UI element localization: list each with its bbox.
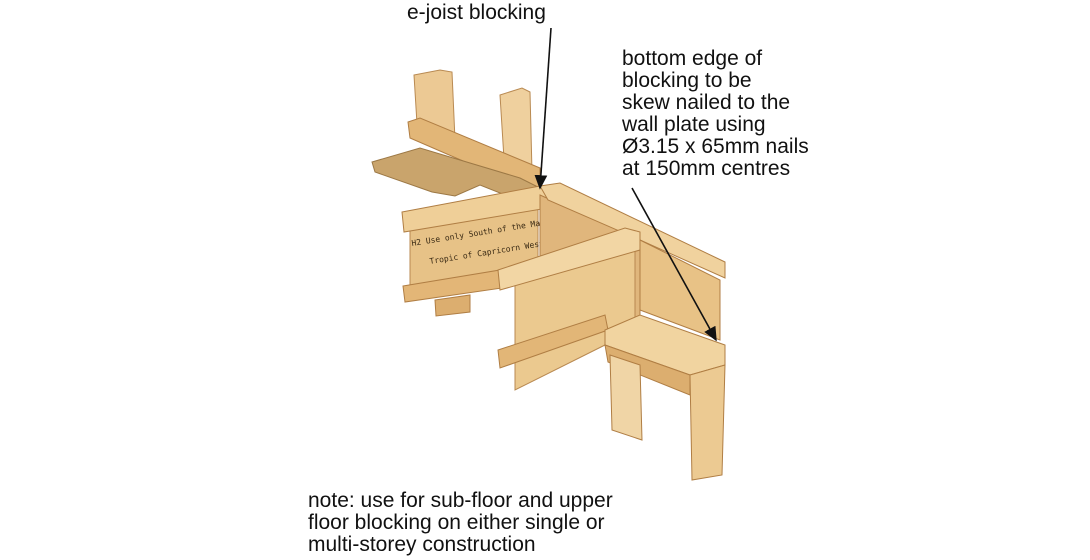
particleboard-floor	[371, 147, 542, 197]
arrow-to-blocking	[534, 27, 552, 190]
post-left	[609, 354, 643, 441]
post-right	[689, 364, 726, 481]
label-e-joist-blocking: e-joist blocking	[407, 1, 546, 24]
side-panel	[639, 239, 721, 341]
left-joist-foot	[434, 294, 471, 317]
arrow-to-bottom-edge	[631, 187, 717, 342]
label-nailing-note: bottom edge of blocking to be skew naile…	[622, 47, 809, 180]
label-usage-note: note: use for sub-floor and upper floor …	[308, 489, 613, 556]
